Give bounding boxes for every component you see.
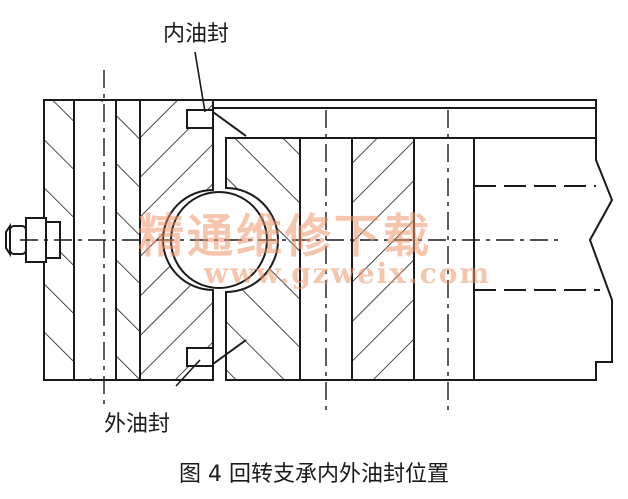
gear-bore [413, 137, 475, 381]
inner-oil-seal [186, 109, 214, 129]
section-outline [5, 51, 614, 387]
inner-oil-seal-label: 内油封 [163, 22, 230, 47]
rolling-ball [170, 191, 268, 289]
outer-oil-seal-label: 外油封 [104, 412, 171, 437]
center-lines [20, 70, 560, 410]
outer-seal-leader [175, 359, 201, 387]
figure-caption: 图 4 回转支承内外油封位置 [179, 462, 449, 487]
gear-web [351, 137, 415, 381]
outer-oil-seal [186, 347, 214, 367]
pinion [473, 137, 614, 381]
inner-seal-leader [194, 51, 206, 113]
